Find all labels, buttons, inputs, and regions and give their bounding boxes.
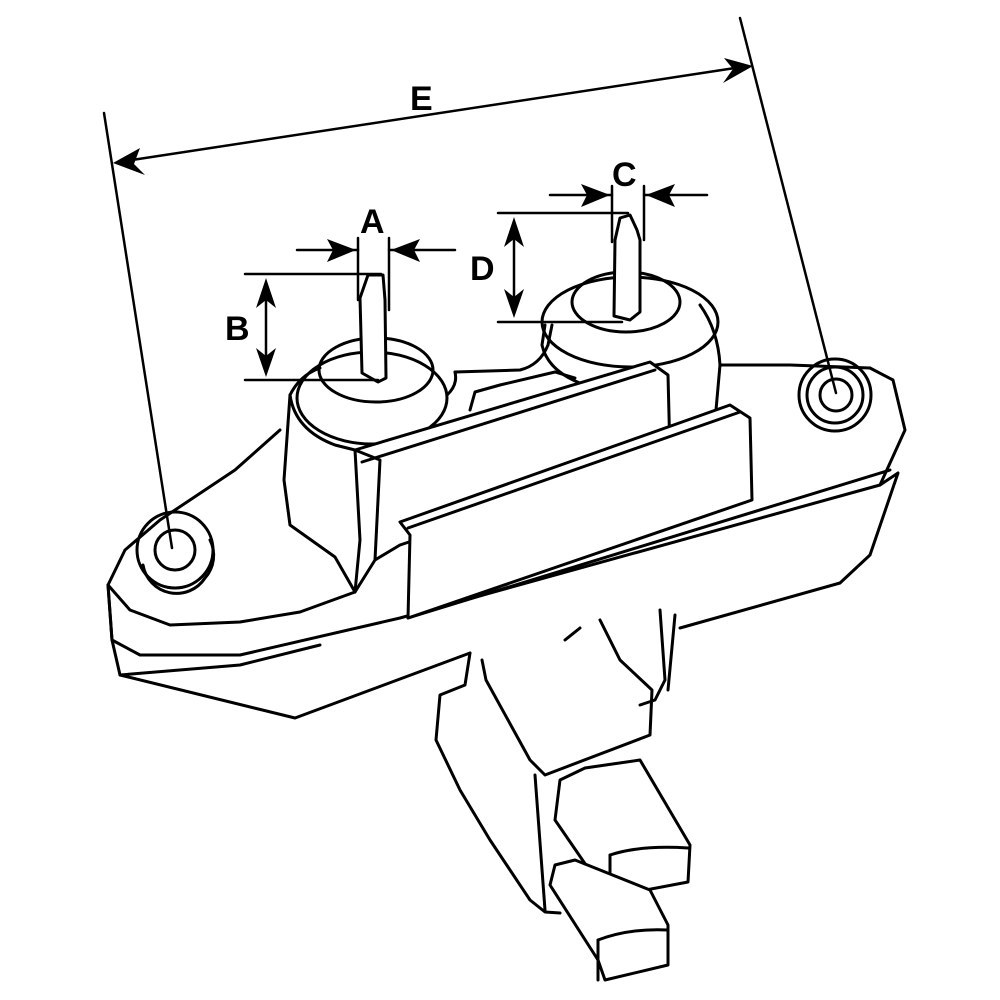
label-c: C bbox=[612, 156, 637, 194]
terminal-pin-2 bbox=[612, 213, 642, 322]
dimension-a: A bbox=[295, 203, 457, 312]
label-e: E bbox=[410, 80, 433, 118]
mounting-hole-right bbox=[797, 357, 873, 433]
dimension-e: E bbox=[102, 16, 838, 550]
label-d: D bbox=[470, 250, 495, 288]
label-a: A bbox=[360, 203, 385, 241]
terminal-pin-1 bbox=[358, 273, 388, 384]
brush-holder bbox=[434, 608, 677, 915]
label-b: B bbox=[225, 310, 250, 348]
dimension-d: D bbox=[470, 211, 630, 324]
dimension-b: B bbox=[225, 272, 383, 382]
heat-sink-fins bbox=[353, 360, 754, 620]
carbon-brush-lower bbox=[548, 858, 670, 982]
base-plate bbox=[106, 363, 907, 720]
mounting-hole-left bbox=[135, 510, 216, 595]
dimension-c: C bbox=[548, 156, 709, 244]
